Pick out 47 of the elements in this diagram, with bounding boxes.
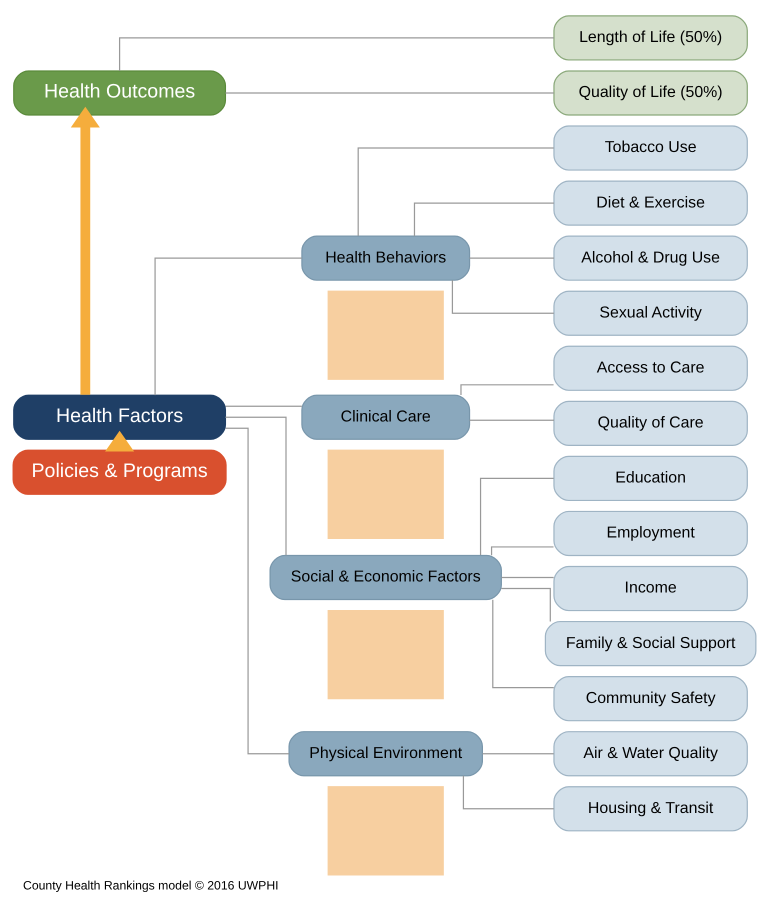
node-box: Income xyxy=(553,565,748,611)
connector xyxy=(460,384,554,395)
connector xyxy=(226,427,289,754)
node-box: Quality of Life (50%) xyxy=(553,70,748,116)
node-box xyxy=(328,786,444,875)
connector xyxy=(470,419,554,420)
node-box: Access to Care xyxy=(553,345,748,390)
node-box: Sexual Activity xyxy=(553,290,748,336)
connector xyxy=(480,477,554,555)
node-box: Diet & Exercise xyxy=(553,180,748,226)
node-box: Policies & Programs xyxy=(12,449,227,494)
connector xyxy=(118,36,554,70)
connector xyxy=(154,257,302,395)
node-box: Employment xyxy=(553,510,748,556)
connector xyxy=(225,92,554,94)
connector xyxy=(482,752,554,754)
connector xyxy=(226,405,302,406)
node-box: Health Factors xyxy=(13,394,226,440)
node-box: Air & Water Quality xyxy=(553,730,748,776)
node-box xyxy=(328,449,444,538)
connector xyxy=(414,202,554,236)
connector xyxy=(358,146,554,236)
node-box: Length of Life (50%) xyxy=(553,14,748,60)
node-box: Social & Economic Factors xyxy=(269,554,502,600)
node-box: Health Behaviors xyxy=(301,235,470,280)
connector xyxy=(225,416,287,555)
node-box: Community Safety xyxy=(553,676,748,721)
node-box: Family & Social Support xyxy=(544,620,756,666)
arrow xyxy=(70,106,100,394)
node-box: Health Outcomes xyxy=(13,70,226,116)
node-box: Physical Environment xyxy=(288,730,483,776)
node-box xyxy=(328,609,444,699)
connector xyxy=(501,587,551,622)
node-box: Clinical Care xyxy=(301,394,470,440)
connector xyxy=(490,546,554,555)
caption: County Health Rankings model © 2016 UWPHI xyxy=(23,878,279,892)
connector xyxy=(452,280,554,314)
connector xyxy=(470,257,554,258)
node-box xyxy=(328,290,444,380)
connector xyxy=(462,775,554,809)
node-box: Alcohol & Drug Use xyxy=(553,235,748,280)
node-box: Housing & Transit xyxy=(553,786,748,831)
node-box: Education xyxy=(553,455,748,501)
node-box: Tobacco Use xyxy=(553,124,748,170)
node-box: Quality of Care xyxy=(553,400,748,446)
connector xyxy=(502,576,554,578)
connector xyxy=(492,599,554,688)
